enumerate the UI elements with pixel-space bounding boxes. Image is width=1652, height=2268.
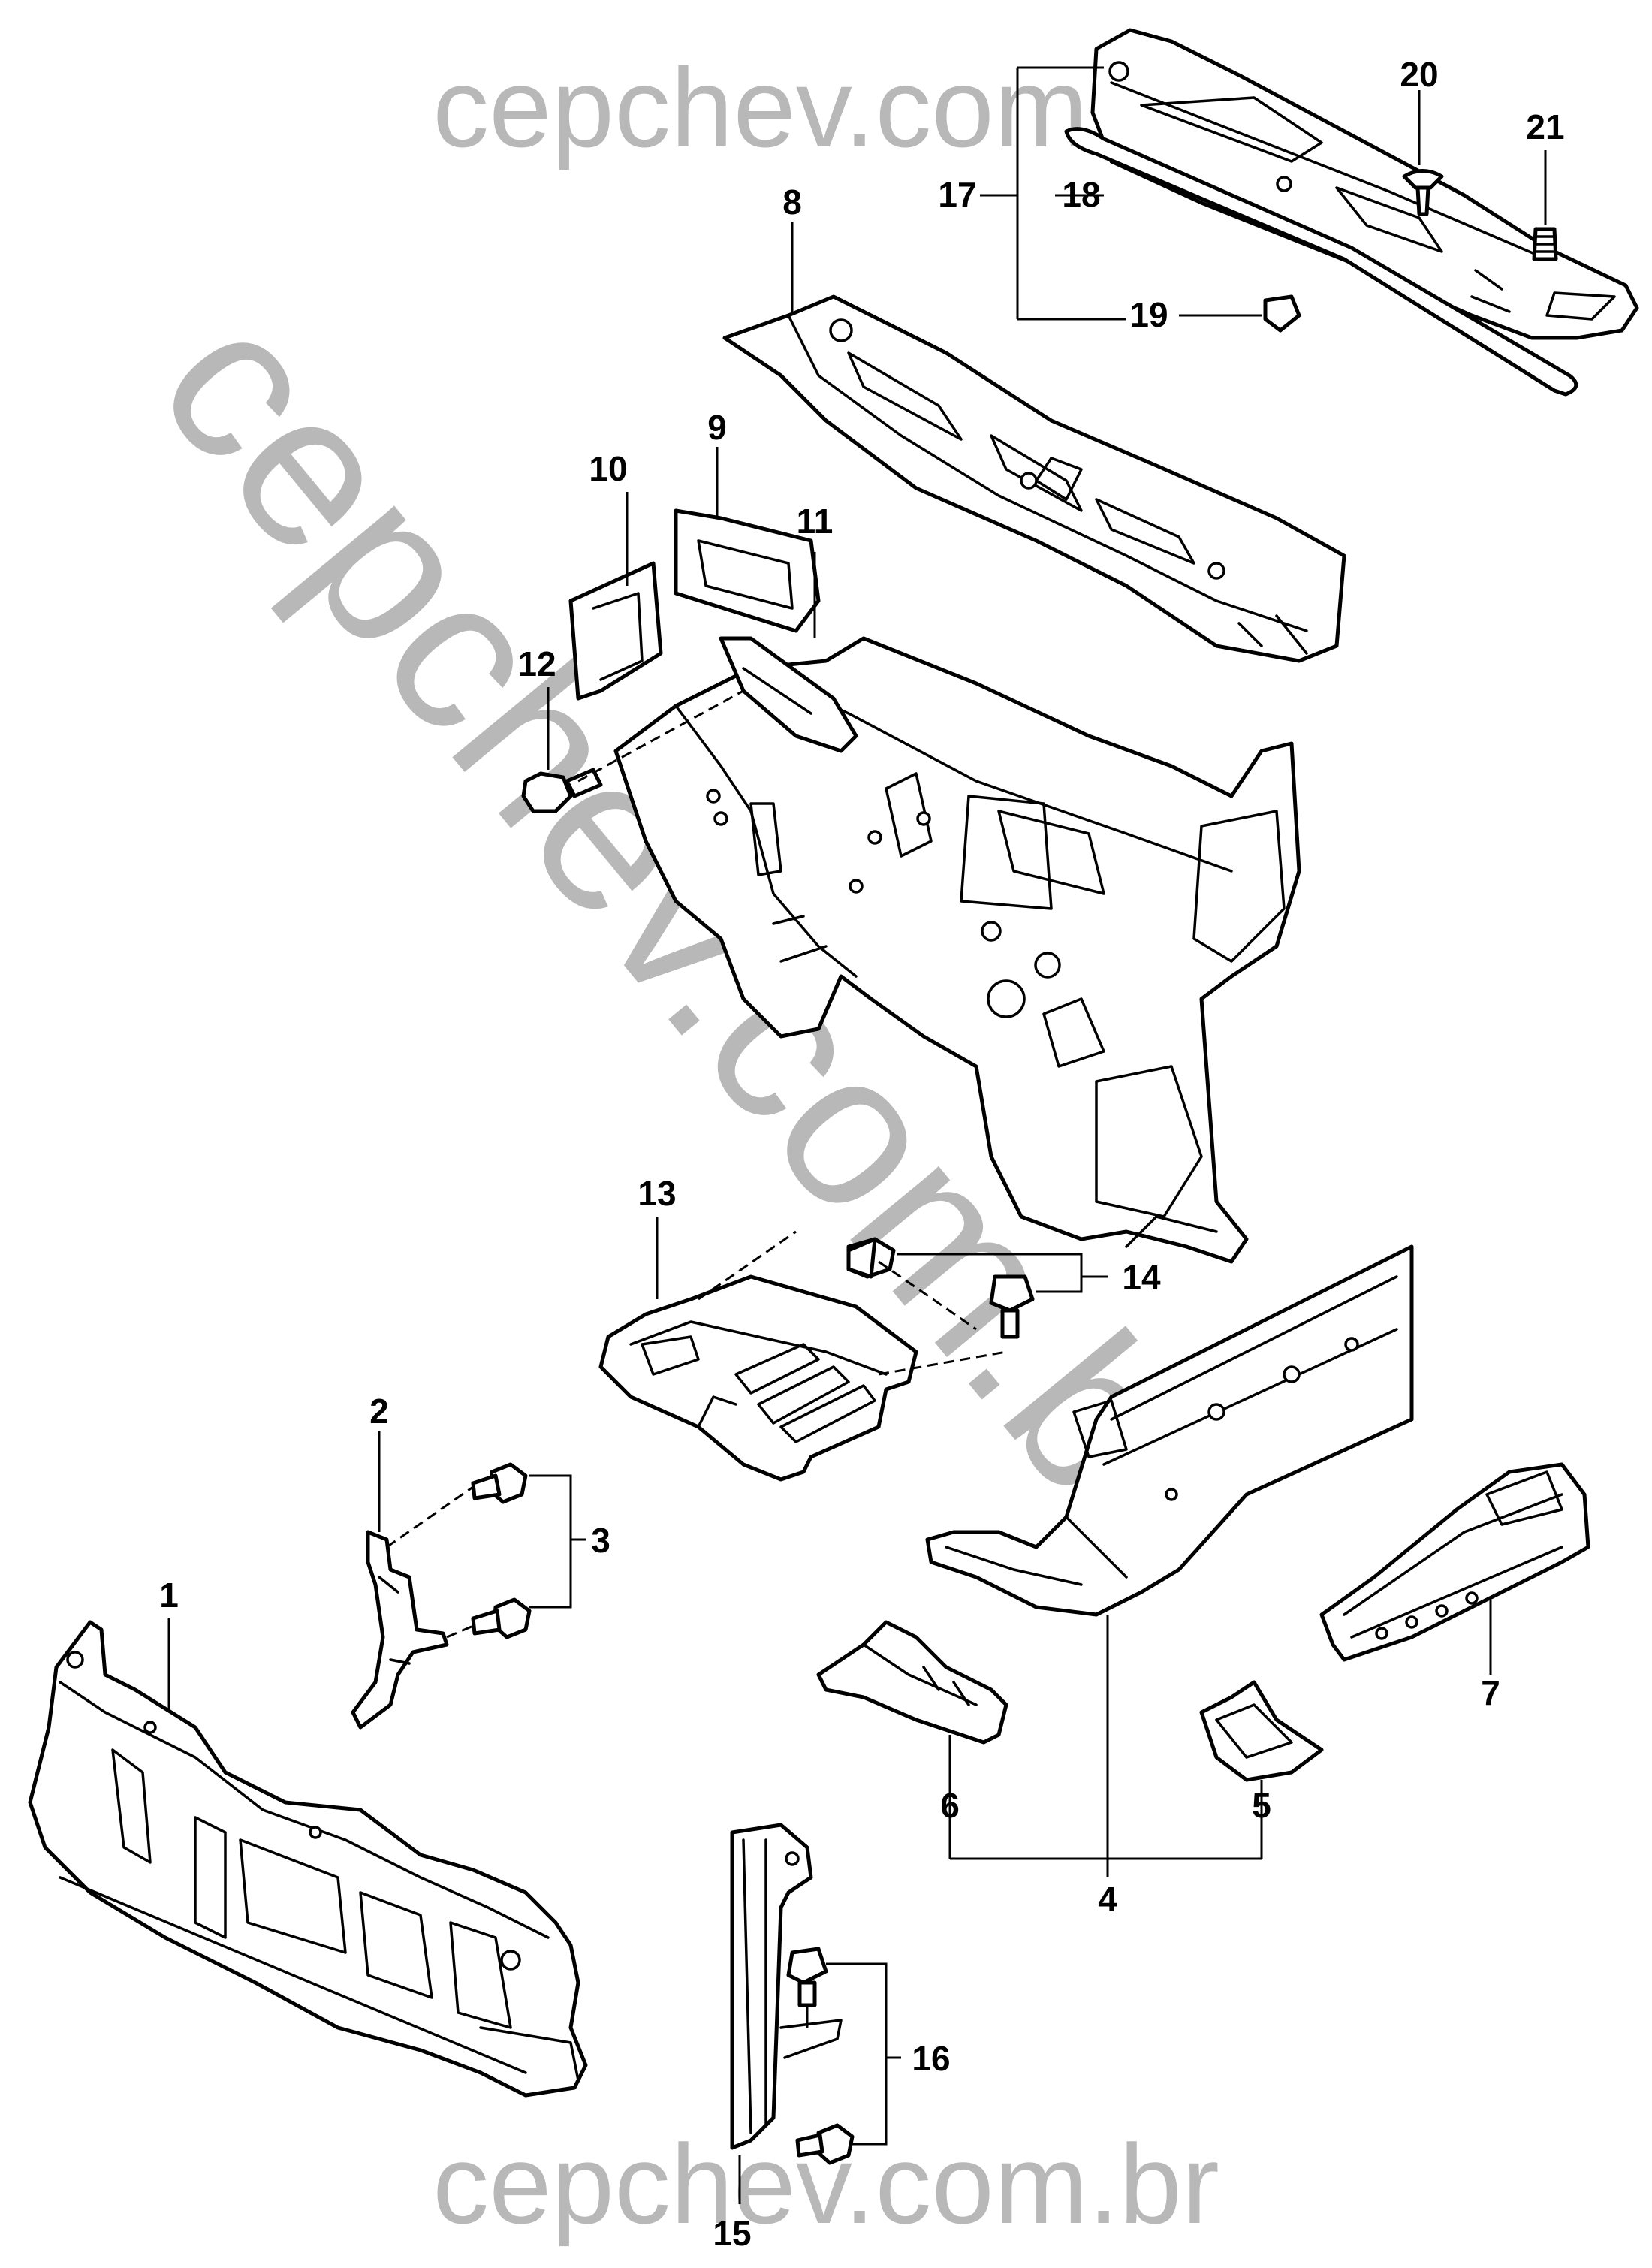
callout-17: 17 [938,175,976,214]
clip-21 [1532,227,1558,261]
radiator-support-1 [28,1620,588,2098]
gusset-6 [816,1620,1008,1745]
callout-12: 12 [517,644,556,683]
callout-21: 21 [1526,107,1564,146]
bolt-16-upper [786,1947,828,2007]
callout-20: 20 [1400,55,1438,94]
bolt-12 [521,768,603,813]
bolt-16-lower [795,2123,855,2165]
bolt-14-lower [989,1274,1035,1339]
clip-19 [1263,294,1301,333]
callout-10: 10 [589,449,627,488]
battery-tray [598,1274,918,1482]
bolt-14-upper [846,1237,896,1279]
callout-18: 18 [1062,175,1100,214]
callout-15: 15 [713,2214,751,2253]
cowl-upper-panel [722,294,1346,663]
callout-2: 2 [369,1392,389,1431]
callout-13: 13 [638,1174,676,1213]
callout-14: 14 [1122,1258,1161,1297]
side-bracket-10 [568,561,663,701]
callout-5: 5 [1252,1786,1271,1825]
callout-7: 7 [1481,1673,1500,1712]
callout-11: 11 [797,502,834,541]
bracket-5 [1199,1680,1324,1782]
cowl-vent-panel [1090,28,1639,340]
bolt-3-upper [471,1462,528,1504]
callout-16: 16 [912,2039,950,2078]
support-bracket-2 [351,1530,449,1730]
front-rail-4 [925,1244,1414,1617]
vertical-brace-15 [730,1823,843,2150]
cowl-seal-strip [1064,127,1578,397]
apron-rail-7 [1319,1462,1590,1662]
callout-6: 6 [940,1786,960,1825]
reinforcement-11 [719,636,858,753]
callout-1: 1 [159,1576,179,1615]
callout-9: 9 [707,408,727,447]
callout-4: 4 [1098,1880,1117,1919]
callout-19: 19 [1129,295,1168,334]
dash-upper-bracket-9 [674,508,821,633]
bolt-3-lower [471,1597,532,1639]
callout-3: 3 [591,1521,610,1560]
callout-8: 8 [782,182,802,222]
push-pin-20 [1402,169,1444,216]
